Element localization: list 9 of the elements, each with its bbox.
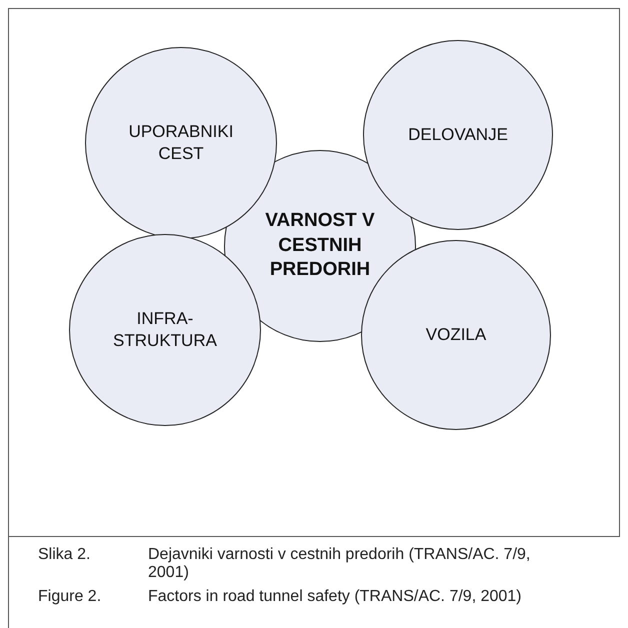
- figure-caption: Dejavniki varnosti v cestnih predorih (TRANS/AC. 7/9, 2001): [148, 546, 532, 582]
- figure-number: Slika 2.: [38, 546, 92, 565]
- node-label: VARNOST V CESTNIH PREDORIH: [264, 208, 376, 282]
- figure-number: Figure 2.: [38, 588, 102, 606]
- node-label: DELOVANJE: [408, 124, 508, 146]
- node-label: VOZILA: [426, 324, 486, 346]
- node-label: INFRA-STRUKTURA: [112, 308, 218, 352]
- figure-caption: Factors in road tunnel safety (TRANS/AC. 7/9, 2001): [148, 588, 522, 606]
- node-label: UPORABNIKI CEST: [128, 120, 234, 165]
